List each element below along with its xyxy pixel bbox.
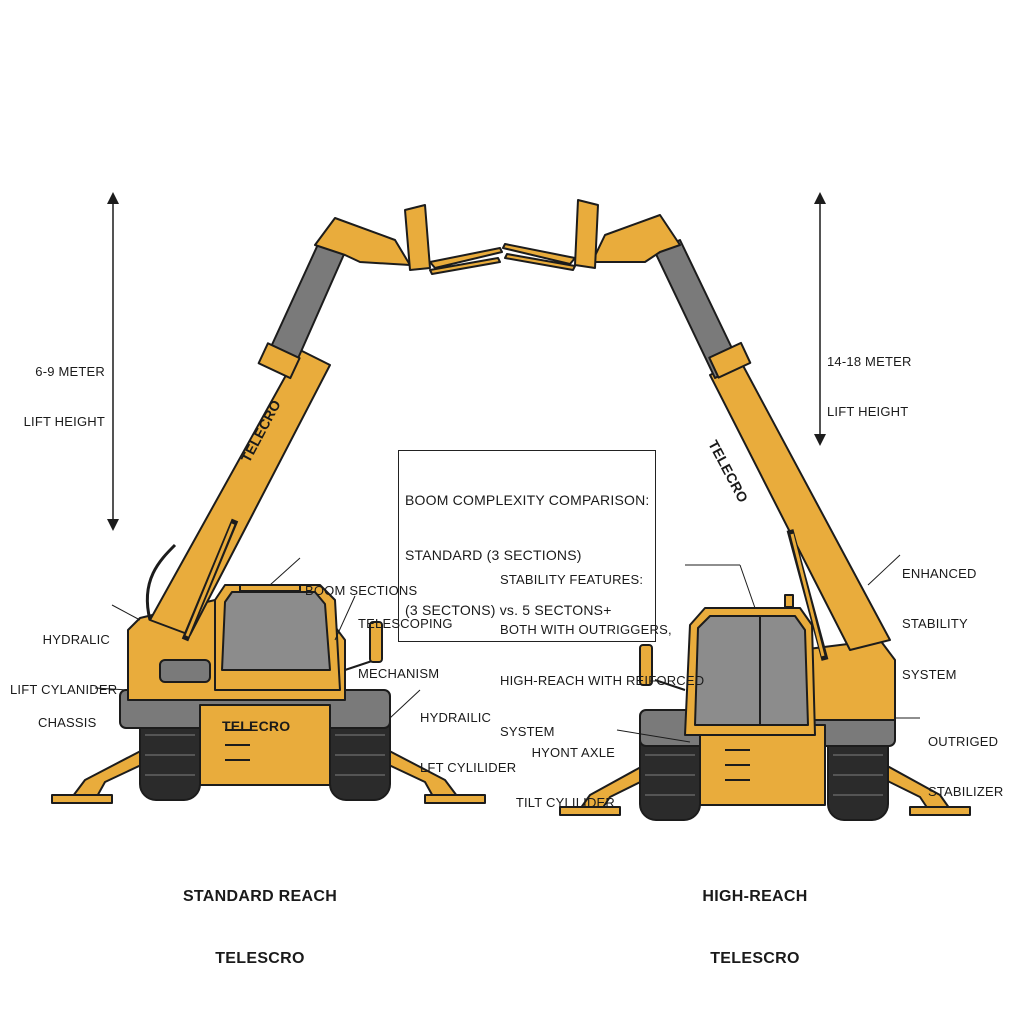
left-telehandler [51,204,503,804]
left-forks [429,247,503,275]
left-body-brand: TELECRO [222,718,291,735]
boom-complexity-box: BOOM COMPLEXITY COMPARISON: STANDARD (3 … [398,450,657,642]
hydrailic-lift-cylinder-label: HYDRAILIC LFT CYLILIDER [420,709,517,776]
right-telehandler [502,199,971,821]
hyont-axle-label: HYONT AXLE TILT CYLILIDER [515,744,615,811]
telescoping-mechanism-label: TELESCOPING MECHANISM [358,615,453,682]
left-fork-carriage [404,204,431,271]
hydralic-lift-cylinder-label: HYDRALIC LIFT CYLANIDER [10,631,118,698]
right-machine-title: HIGH-REACH TELESCRO [702,887,808,967]
chassis-label: CHASSIS [38,714,97,730]
right-forks [502,243,576,271]
leader-lines [94,554,920,743]
right-fork-carriage [574,199,599,269]
left-boom-base [149,349,331,636]
left-machine-title: STANDARD REACH TELESCRO [182,887,338,967]
right-cab-window [694,615,809,726]
left-lift-height-label: 6-9 METER LIFT HEIGHT [23,363,105,430]
right-lift-height-label: 14-18 METER LIFT HEIGHT [827,353,912,420]
stability-features-label: STABILITY FEATURES: BOTH WITH OUTRIGGERS… [500,571,705,739]
boom-sections-label: BOOM SECTIONS [305,582,418,598]
right-boom-base [709,359,891,651]
outriged-stabilizer-label: OUTRIGED STABILIZER [928,733,1004,800]
enhanced-stability-label: ENHANCED STABILITY SYSTEM [902,565,977,683]
left-cab-window [221,591,331,671]
